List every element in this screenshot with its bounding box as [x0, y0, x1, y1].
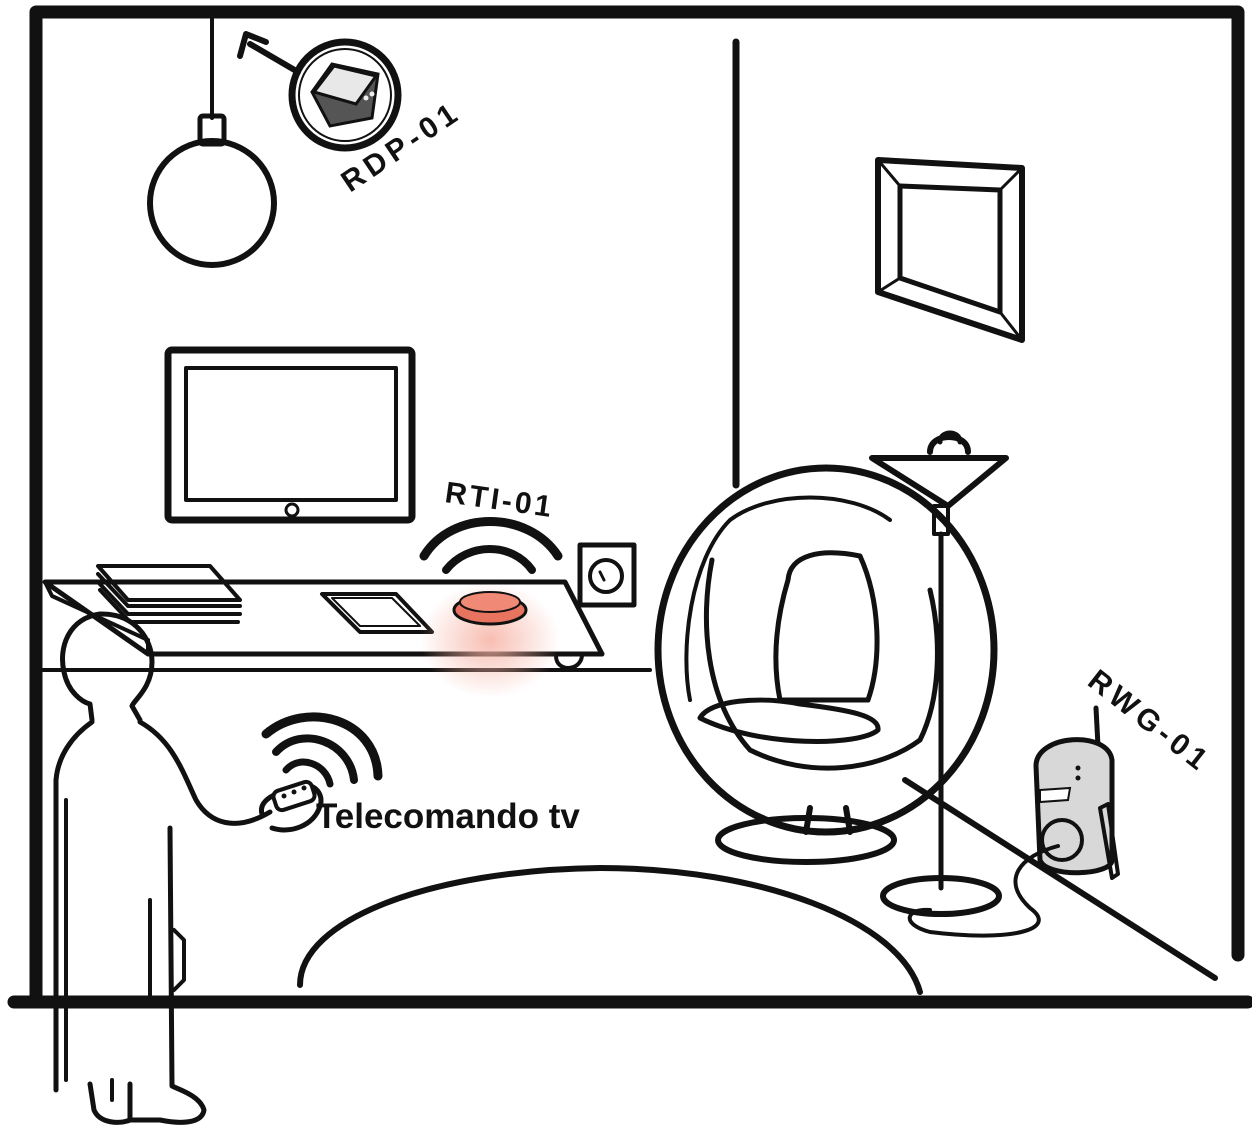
round-rug: [300, 868, 920, 992]
rwg-device: RWG-01: [910, 664, 1217, 936]
wall-picture: [878, 160, 1022, 340]
book-stack: [98, 566, 240, 622]
phone: [322, 594, 432, 632]
rdp-module-icon: [312, 64, 378, 126]
rti-label: RTI-01: [443, 476, 556, 524]
wall-socket: [580, 545, 634, 605]
tv: [168, 350, 412, 520]
rti-device: RTI-01: [420, 476, 560, 698]
rdp-device-callout: RDP-01: [240, 34, 467, 199]
remote-label: Telecomando tv: [316, 797, 580, 836]
signal-waves-icon: [424, 522, 558, 571]
remote-signal-waves-icon: [266, 717, 378, 784]
pendant-lamp: [150, 14, 274, 265]
person: [56, 614, 270, 1122]
